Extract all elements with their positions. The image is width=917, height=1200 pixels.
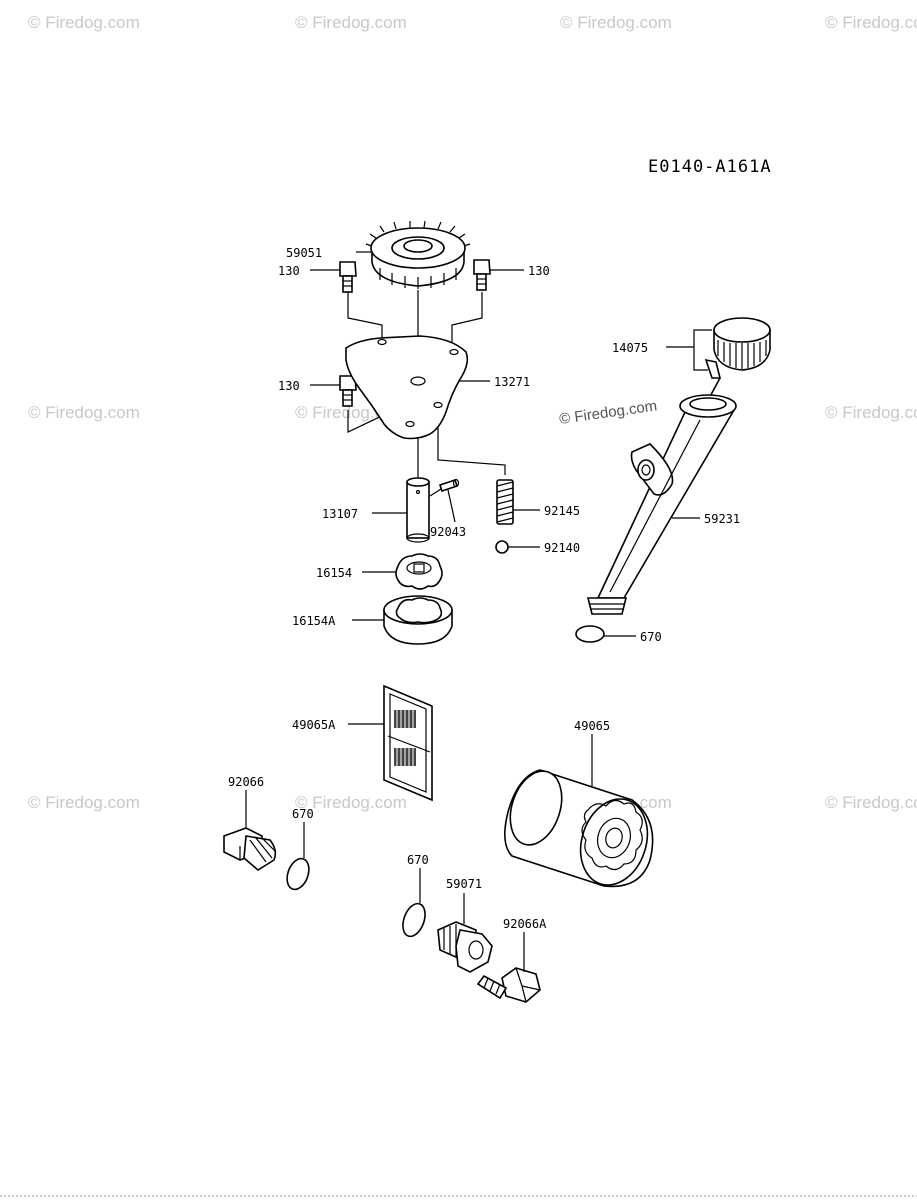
watermark: © Firedog.com <box>28 13 140 32</box>
watermark: © Firedog.com <box>560 13 672 32</box>
watermark-center: © Firedog.com <box>558 397 658 428</box>
label-130-right-top: 130 <box>528 264 550 278</box>
drain-plug-icon <box>223 827 277 871</box>
watermarks: © Firedog.com © Firedog.com © Firedog.co… <box>28 13 917 812</box>
o-ring-icon <box>402 902 426 938</box>
oil-filter-icon <box>504 769 654 888</box>
o-ring-icon <box>575 625 605 643</box>
dipstick-cap-icon <box>704 317 771 405</box>
label-14075: 14075 <box>612 341 648 355</box>
ball-icon <box>495 540 509 554</box>
label-92066: 92066 <box>228 775 264 789</box>
label-49065A: 49065A <box>292 718 336 732</box>
gear-icon <box>365 220 471 289</box>
outer-rotor-icon <box>383 595 453 645</box>
label-13107: 13107 <box>322 507 358 521</box>
label-59231: 59231 <box>704 512 740 526</box>
pin-icon <box>438 478 460 493</box>
label-92066A: 92066A <box>503 917 547 931</box>
spring-icon <box>496 479 514 525</box>
oil-screen-icon <box>383 684 433 802</box>
watermark: © Firedog.com <box>28 793 140 812</box>
bolt-icon <box>473 259 491 291</box>
watermark: © Firedog.com <box>825 793 917 812</box>
o-ring-icon <box>286 857 310 891</box>
label-49065: 49065 <box>574 719 610 733</box>
watermark: © Firedog.com <box>28 403 140 422</box>
label-670-mid: 670 <box>292 807 314 821</box>
label-92043: 92043 <box>430 525 466 539</box>
inner-rotor-icon <box>395 553 443 590</box>
watermark: © Firedog.com <box>295 13 407 32</box>
fitting-icon <box>437 921 493 973</box>
watermark: © Firedog.com <box>825 403 917 422</box>
watermark: © Firedog.com <box>825 13 917 32</box>
diagram-code: E0140-A161A <box>648 157 772 177</box>
label-16154A: 16154A <box>292 614 336 628</box>
bolt-icon <box>339 261 357 293</box>
label-670-low: 670 <box>407 853 429 867</box>
label-130-left-top: 130 <box>278 264 300 278</box>
label-130-left-mid: 130 <box>278 379 300 393</box>
label-16154: 16154 <box>316 566 352 580</box>
drain-plug-icon <box>476 967 541 1003</box>
label-59071: 59071 <box>446 877 482 891</box>
label-92145: 92145 <box>544 504 580 518</box>
label-92140: 92140 <box>544 541 580 555</box>
label-670-top: 670 <box>640 630 662 644</box>
oil-filler-tube-icon <box>586 394 737 615</box>
watermark: © Firedog.com <box>295 793 407 812</box>
label-59051: 59051 <box>286 246 322 260</box>
label-13271: 13271 <box>494 375 530 389</box>
shaft-icon <box>406 477 430 543</box>
pump-cover-plate-icon <box>345 335 469 440</box>
